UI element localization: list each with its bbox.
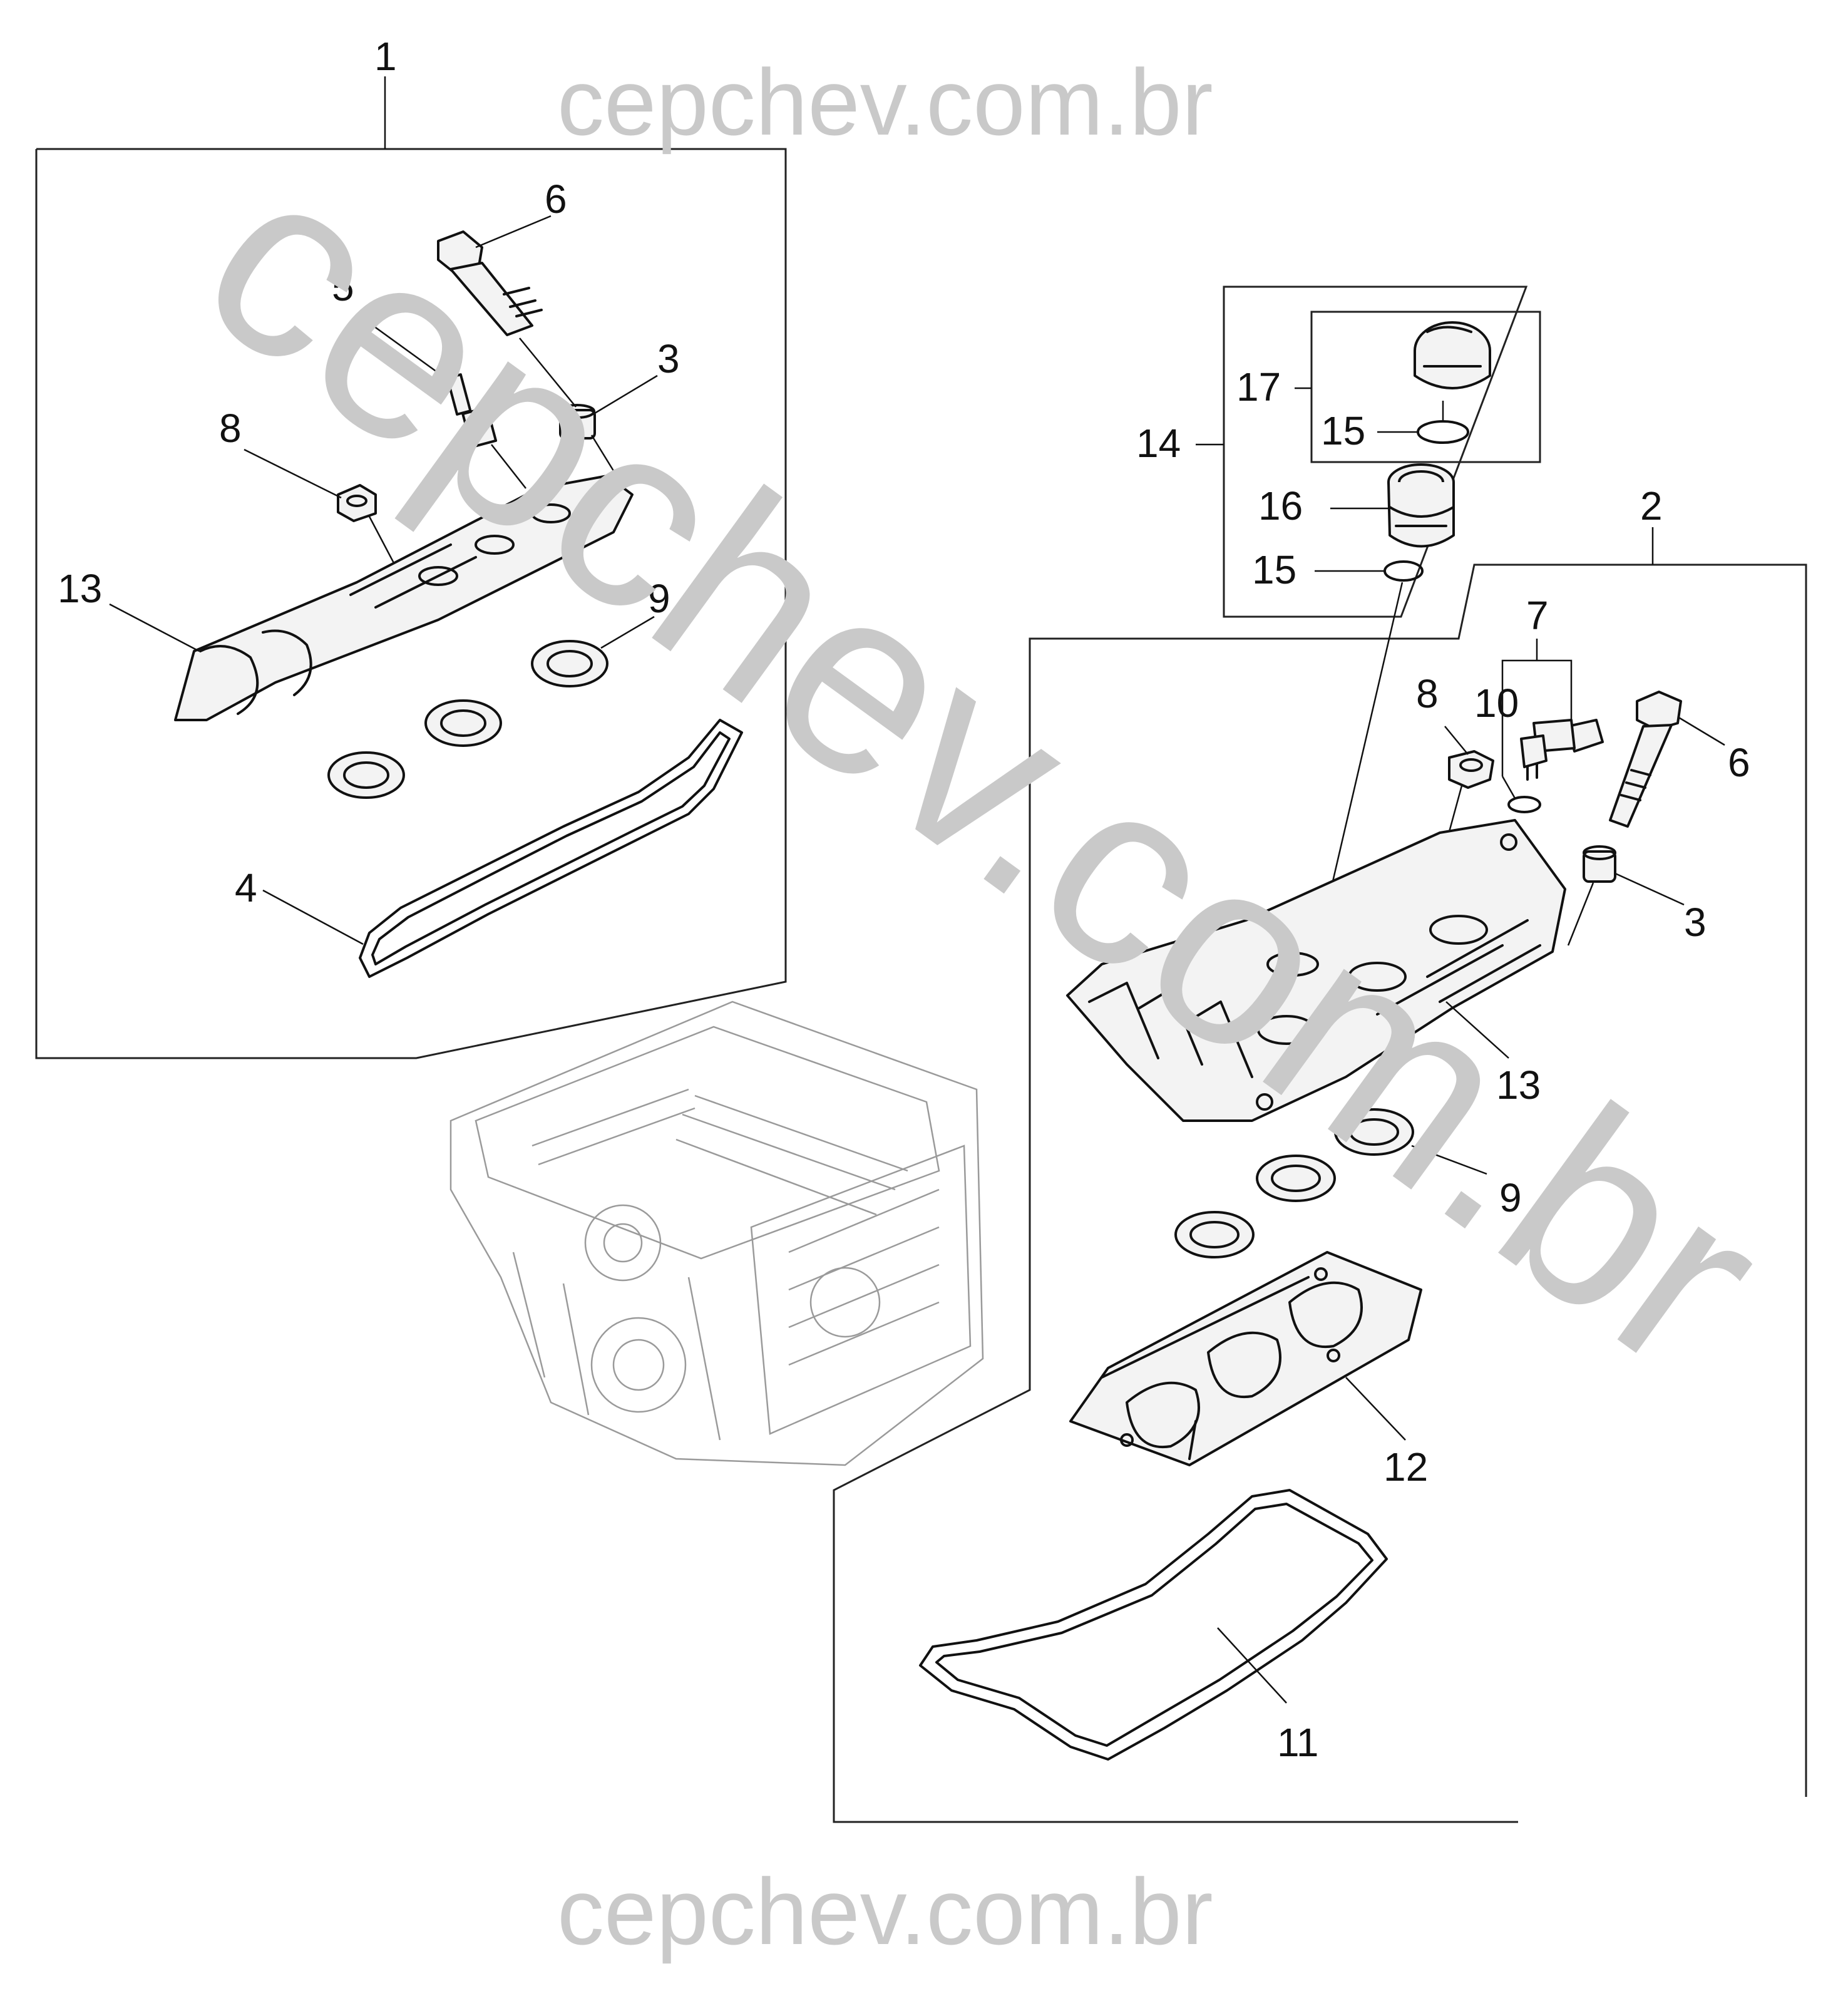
callout-left-stud: 5 [332, 264, 354, 309]
right-bolt-leader [1677, 716, 1725, 746]
callout-left-cover: 13 [58, 566, 102, 611]
callout-right-gasket: 11 [1277, 1720, 1318, 1765]
left-stud [446, 373, 498, 449]
left-seal-leader [600, 615, 655, 649]
left-grommet [559, 404, 596, 440]
right-gasket [919, 1489, 1388, 1761]
callout-right-cover: 13 [1496, 1062, 1541, 1108]
callout-right-group: 2 [1640, 483, 1663, 528]
callout-sensor-oring: 10 [1474, 681, 1519, 726]
left-nut [337, 484, 377, 522]
left-grommet-leader [594, 374, 658, 414]
oil-filler-cap [1414, 321, 1491, 389]
callout-neck-oring: 15 [1252, 547, 1296, 592]
callout-baffle: 12 [1383, 1444, 1428, 1489]
right-grommet-leader [1614, 872, 1685, 906]
callout-left-nut: 8 [219, 406, 242, 451]
oil-baffle-plate [1069, 1251, 1422, 1466]
callout-right-seal: 9 [1499, 1175, 1522, 1220]
callout-right-grommet: 3 [1684, 900, 1707, 945]
callout-left-group: 1 [374, 34, 397, 79]
callout-left-gasket: 4 [235, 865, 257, 910]
right-bolt [1609, 691, 1682, 828]
right-nut-leader [1444, 726, 1469, 755]
filler-assembly-frame [1223, 286, 1528, 618]
right-gasket-leader [1217, 1627, 1287, 1704]
camshaft-sensor [1520, 719, 1604, 781]
callout-cap-oring: 15 [1321, 408, 1365, 453]
left-gasket [359, 719, 743, 978]
left-bolt-leader [475, 215, 552, 249]
callout-right-nut: 8 [1416, 671, 1439, 716]
callout-sensor: 7 [1526, 593, 1549, 638]
sensor-oring [1507, 796, 1541, 813]
callout-filler-neck: 16 [1258, 483, 1303, 528]
left-gasket-leader [262, 889, 364, 945]
left-cover-leader [109, 603, 200, 652]
baffle-leader [1345, 1377, 1406, 1441]
right-seal-leader [1411, 1145, 1487, 1175]
left-valve-cover [174, 475, 634, 721]
callout-left-grommet: 3 [657, 336, 680, 381]
left-seals [327, 640, 608, 799]
left-bolt [437, 230, 543, 336]
left-nut-leader [244, 448, 342, 499]
cap-kit-frame [1310, 311, 1541, 463]
callout-left-bolt: 6 [545, 177, 567, 222]
right-group-frame [833, 563, 1807, 1823]
cap-oring [1417, 420, 1469, 444]
neck-oring [1383, 560, 1424, 582]
watermark-top: cepchev.com.br [557, 49, 1213, 155]
right-cover-leader [1445, 1001, 1509, 1059]
callout-left-seal: 9 [648, 576, 670, 621]
watermark-bottom: cepchev.com.br [557, 1859, 1213, 1964]
left-stud-leader [359, 315, 451, 383]
callout-filler-assembly: 14 [1136, 421, 1181, 466]
right-grommet [1583, 845, 1616, 883]
right-seals [1174, 1108, 1414, 1258]
engine-block [449, 1001, 984, 1466]
left-group-frame [35, 148, 787, 1059]
oil-filler-neck [1387, 463, 1455, 548]
callout-cap-kit: 17 [1236, 364, 1281, 409]
callout-right-bolt: 6 [1728, 740, 1750, 785]
right-nut [1448, 750, 1494, 789]
right-valve-cover [1066, 819, 1566, 1122]
